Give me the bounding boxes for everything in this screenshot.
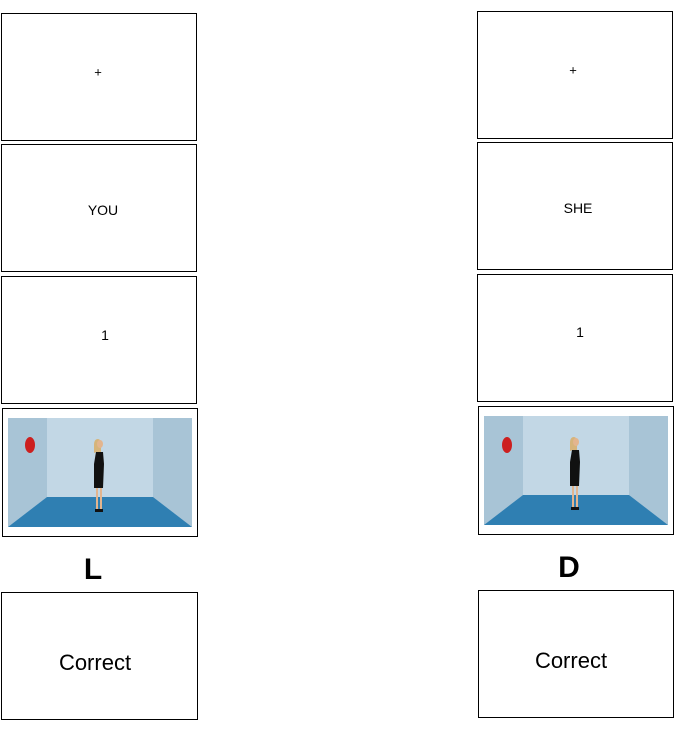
left-perspective-frame: YOU bbox=[1, 144, 197, 272]
right-feedback-text: Correct bbox=[534, 648, 608, 673]
left-perspective-cue: YOU bbox=[87, 202, 119, 218]
right-fixation-cross: + bbox=[569, 62, 577, 78]
right-perspective-cue: SHE bbox=[563, 200, 593, 216]
right-fixation-frame: + bbox=[477, 11, 673, 139]
right-scene-frame bbox=[478, 406, 674, 535]
left-feedback-text: Correct bbox=[58, 650, 132, 675]
left-fixation-frame: + bbox=[1, 13, 197, 141]
right-response-key: D bbox=[558, 551, 580, 584]
left-response-key: L bbox=[83, 553, 103, 586]
left-scene-frame bbox=[2, 408, 198, 537]
left-feedback-frame: Correct bbox=[1, 592, 198, 720]
left-wall bbox=[8, 418, 47, 527]
left-number-frame: 1 bbox=[1, 276, 197, 404]
woman-avatar bbox=[94, 439, 104, 512]
right-perspective-frame: SHE bbox=[477, 142, 673, 270]
right-number-cue: 1 bbox=[576, 324, 584, 340]
right-wall bbox=[629, 416, 668, 525]
left-room-scene bbox=[8, 418, 192, 527]
red-disc bbox=[502, 437, 512, 453]
left-number-cue: 1 bbox=[101, 327, 109, 343]
right-wall bbox=[153, 418, 192, 527]
red-disc bbox=[25, 437, 35, 453]
woman-avatar bbox=[570, 437, 580, 510]
right-number-frame: 1 bbox=[477, 274, 673, 402]
left-wall bbox=[484, 416, 523, 525]
left-fixation-cross: + bbox=[94, 64, 102, 80]
right-feedback-frame: Correct bbox=[478, 590, 674, 718]
right-room-scene bbox=[484, 416, 668, 525]
